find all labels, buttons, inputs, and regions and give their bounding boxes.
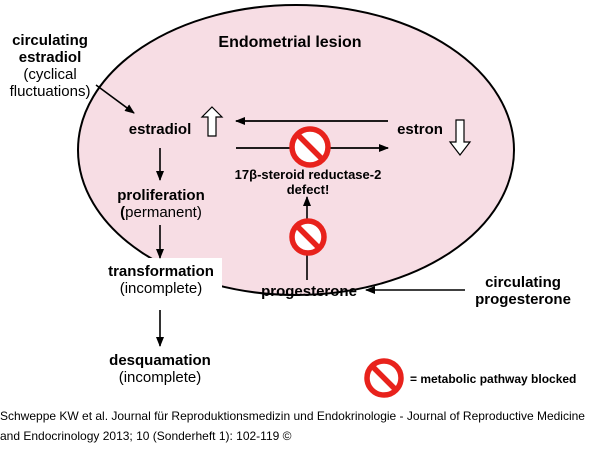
circulating-progesterone-label: circulating progesterone (468, 274, 578, 308)
citation-line2: and Endocrinology 2013; 10 (Sonderheft 1… (0, 429, 292, 443)
progesterone-label: progesterone (261, 283, 357, 300)
estron-label: estron (397, 121, 443, 138)
circulating-estradiol-line4: fluctuations) (9, 83, 91, 100)
enzyme-defect-label: 17β-steroid reductase-2 defect! (218, 167, 398, 197)
proliferation-line1: proliferation (117, 187, 205, 204)
blocked-icon-legend (364, 358, 404, 398)
desquamation-line2: (incomplete) (118, 369, 202, 386)
transformation-label: transformation (incomplete) (96, 263, 226, 297)
estradiol-increase-arrow (200, 106, 224, 137)
transformation-line1: transformation (108, 263, 214, 280)
blocked-icon-enzyme (289, 126, 331, 168)
proliferation-label: proliferation (permanent) (106, 187, 216, 221)
enzyme-defect-line1: 17β-steroid reductase-2 (234, 167, 382, 182)
estron-decrease-arrow (448, 119, 472, 156)
citation-caption: Schweppe KW et al. Journal für Reprodukt… (0, 406, 600, 446)
proliferation-paren: ( (120, 204, 126, 221)
circulating-progesterone-line2: progesterone (475, 291, 571, 308)
desquamation-label: desquamation (incomplete) (100, 352, 220, 386)
blocked-icon-progesterone (289, 218, 327, 256)
circulating-progesterone-line1: circulating (485, 274, 561, 291)
citation-line1: Schweppe KW et al. Journal für Reprodukt… (0, 409, 585, 423)
legend-label: = metabolic pathway blocked (410, 372, 577, 386)
transformation-line2: (incomplete) (119, 280, 203, 297)
lesion-title: Endometrial lesion (218, 34, 362, 51)
circulating-estradiol-line3: (cyclical (23, 66, 77, 83)
arrow-circulating-estradiol (95, 84, 135, 114)
estradiol-label: estradiol (128, 121, 192, 138)
proliferation-line2: (permanent) (106, 204, 216, 221)
circulating-estradiol-line1: circulating (12, 32, 88, 49)
proliferation-permanent: permanent) (125, 204, 202, 221)
enzyme-defect-line2: defect! (286, 182, 330, 197)
circulating-estradiol-label: circulating estradiol (cyclical fluctuat… (4, 32, 96, 100)
circulating-estradiol-line2: estradiol (18, 49, 82, 66)
transformation-box (100, 258, 222, 302)
desquamation-line1: desquamation (109, 352, 211, 369)
